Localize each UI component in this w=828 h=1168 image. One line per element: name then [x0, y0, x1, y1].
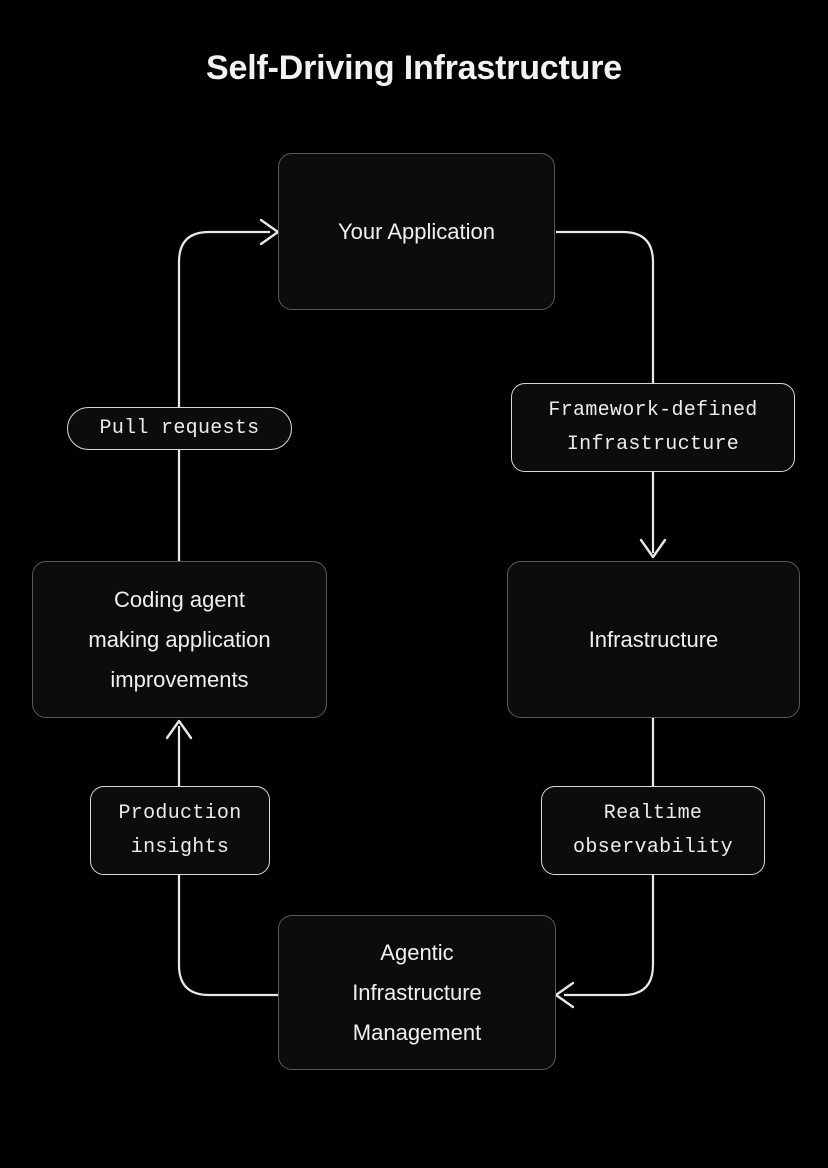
edge-your-application-to-framework-label: [556, 230, 655, 383]
page-title: Self-Driving Infrastructure: [206, 49, 622, 87]
edge-agentic-to-production-label: [177, 875, 278, 997]
edge-label-framework-defined-infrastructure: Framework-defined Infrastructure: [511, 383, 795, 472]
arrowhead-left-agentic: [554, 981, 575, 1009]
edge-label-production-insights: Production insights: [90, 786, 270, 875]
edge-label-pull-requests: Pull requests: [67, 407, 292, 450]
edge-label-realtime-observability: Realtime observability: [541, 786, 765, 875]
edge-realtime-label-to-agentic: [564, 875, 655, 997]
arrowhead-up-coding-agent: [165, 719, 193, 740]
edge-pull-requests-to-your-application: [177, 230, 270, 407]
node-coding-agent[interactable]: Coding agent making application improvem…: [32, 561, 327, 718]
arrowhead-down-infrastructure: [639, 538, 667, 559]
node-infrastructure[interactable]: Infrastructure: [507, 561, 800, 718]
node-your-application[interactable]: Your Application: [278, 153, 555, 310]
node-agentic-infrastructure-management[interactable]: Agentic Infrastructure Management: [278, 915, 556, 1070]
